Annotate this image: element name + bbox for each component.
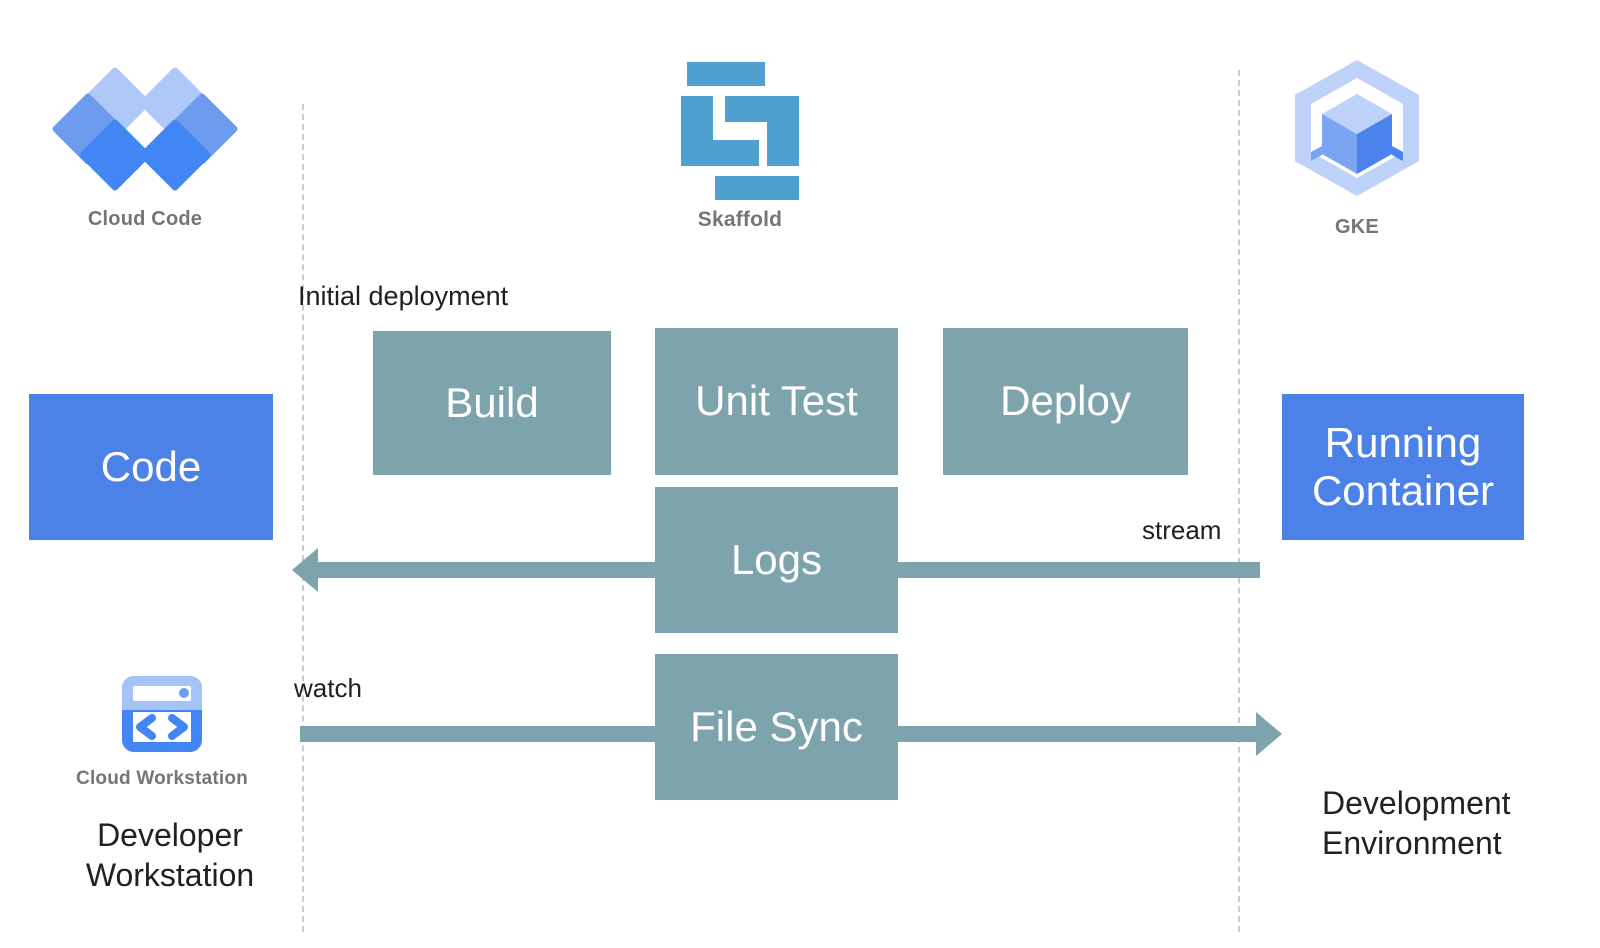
logo-group-cloud-code: Cloud Code bbox=[42, 66, 248, 231]
arrowhead-right-icon bbox=[1256, 712, 1282, 756]
label-watch: watch bbox=[294, 673, 362, 703]
box-logs[interactable]: Logs bbox=[655, 487, 898, 633]
logo-caption-cloud-workstation: Cloud Workstation bbox=[76, 768, 248, 789]
boundary-line-environment bbox=[1238, 70, 1240, 932]
logo-group-skaffold: Skaffold bbox=[637, 62, 843, 232]
box-running-container[interactable]: Running Container bbox=[1282, 394, 1524, 540]
box-deploy[interactable]: Deploy bbox=[943, 328, 1188, 475]
skaffold-s-icon bbox=[681, 62, 799, 200]
gke-hexagon-cube-icon bbox=[1291, 58, 1423, 198]
logo-caption-skaffold: Skaffold bbox=[697, 208, 783, 231]
caption-developer-workstation: Developer Workstation bbox=[85, 817, 255, 893]
arrowhead-left-icon bbox=[292, 548, 318, 592]
box-code[interactable]: Code bbox=[29, 394, 273, 540]
label-stream: stream bbox=[1142, 515, 1222, 545]
box-file-sync[interactable]: File Sync bbox=[655, 654, 898, 800]
cloud-code-diamonds-icon bbox=[51, 66, 239, 192]
logo-group-cloud-workstation: Cloud Workstation bbox=[57, 668, 267, 790]
caption-development-environment: Development Environment bbox=[1322, 785, 1511, 861]
code-window-icon bbox=[116, 668, 208, 760]
logo-caption-cloud-code: Cloud Code bbox=[87, 208, 203, 230]
box-unit-test[interactable]: Unit Test bbox=[655, 328, 898, 475]
boundary-line-workstation bbox=[302, 104, 304, 932]
label-initial-deployment: Initial deployment bbox=[298, 281, 509, 311]
logo-group-gke: GKE bbox=[1254, 58, 1460, 239]
logo-caption-gke: GKE bbox=[1335, 216, 1379, 238]
box-build[interactable]: Build bbox=[373, 331, 611, 475]
